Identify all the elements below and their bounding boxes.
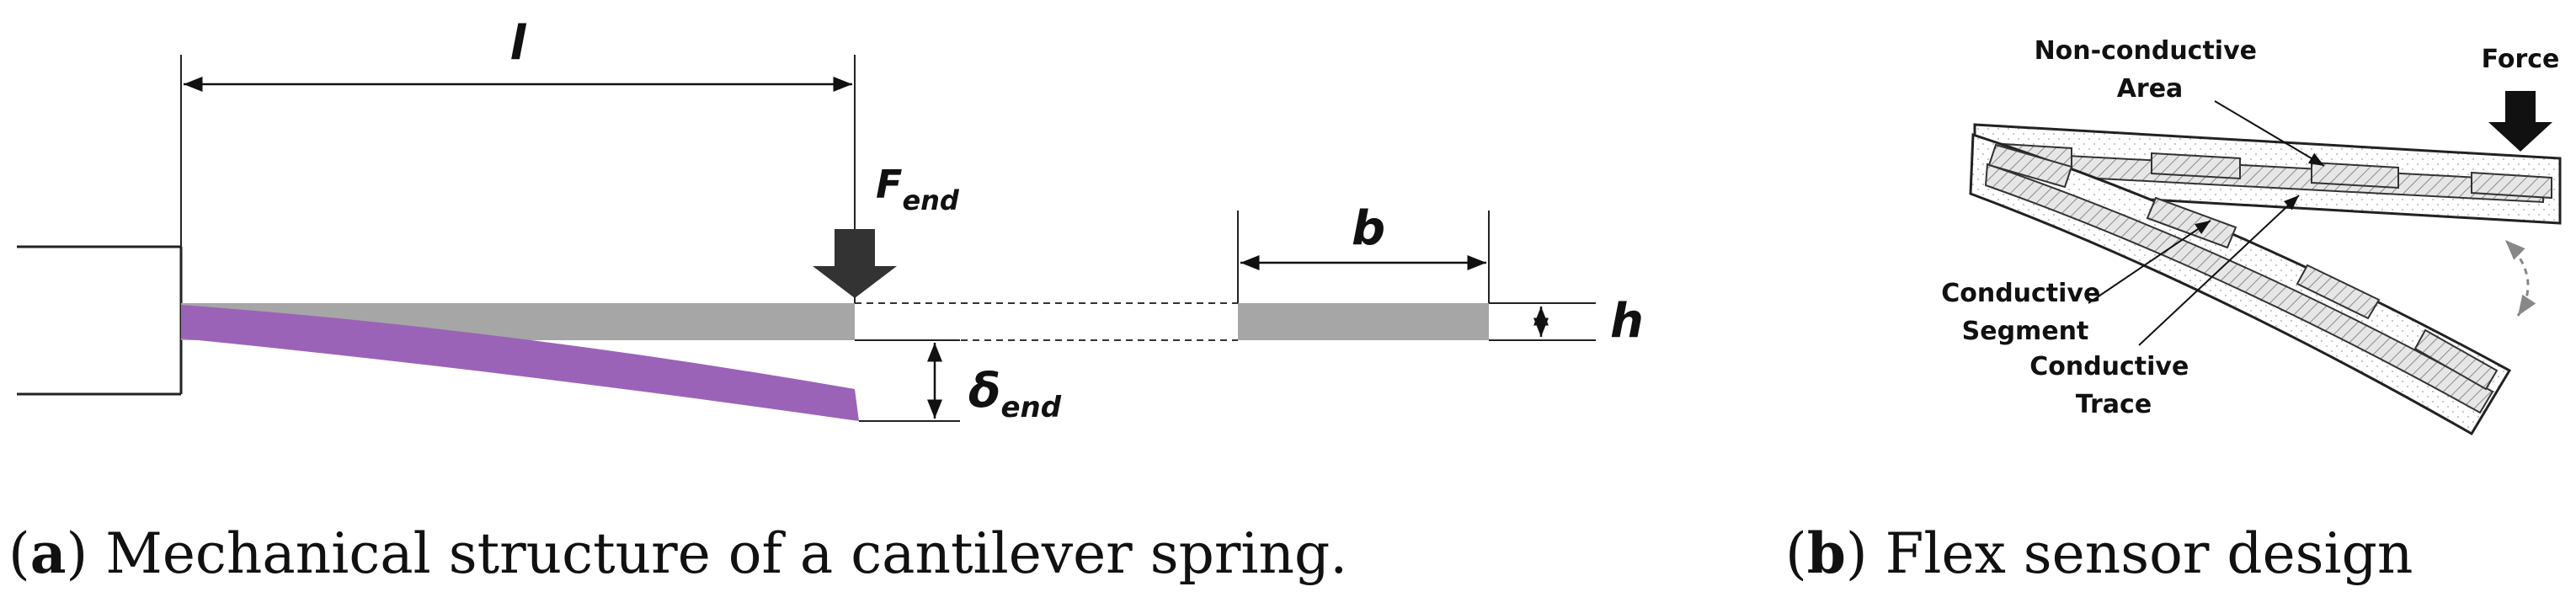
height-label: h	[1610, 294, 1644, 349]
nonconductive-leader	[2214, 100, 2325, 167]
height-dimension: h	[1489, 294, 1644, 349]
trace-leader	[2138, 195, 2300, 346]
panel-a-cantilever: l Fend δend b	[8, 16, 1644, 586]
svg-text:Fend: Fend	[876, 162, 960, 216]
svg-text:Conductive Trace: Conductive Trace	[2029, 352, 2198, 419]
svg-text:δend: δend	[968, 364, 1062, 424]
caption-a-letter: a	[30, 520, 67, 586]
svg-text:Non-conductive Area: Non-conductive Area	[2035, 36, 2266, 104]
trace-label-line1: Conductive	[2029, 352, 2189, 381]
caption-a-text: Mechanical structure of a cantilever spr…	[88, 521, 1347, 586]
deflection-subscript: end	[1000, 391, 1061, 424]
fixed-wall	[17, 245, 183, 396]
caption-b-letter: b	[1807, 520, 1846, 586]
panel-b-flex-sensor: Force Non-conductive Area Conductive Seg…	[1785, 36, 2562, 586]
trace-label-line2: Trace	[2076, 390, 2152, 419]
force-arrow: Fend	[813, 162, 960, 298]
segment-label-line2: Segment	[1962, 317, 2089, 346]
force-label: F	[876, 162, 902, 207]
deflected-beam	[181, 305, 859, 421]
sensor-force-arrow: Force	[2482, 45, 2560, 152]
sensor-force-label: Force	[2482, 45, 2560, 74]
caption-b-text: Flex sensor design	[1868, 521, 2413, 586]
caption-b: (b) Flex sensor design	[1785, 520, 2413, 586]
nonconductive-label-line2: Area	[2117, 74, 2184, 104]
deflection-dimension: δend	[855, 339, 1062, 424]
caption-a: (a) Mechanical structure of a cantilever…	[8, 520, 1347, 586]
deflection-label: δ	[968, 364, 1000, 419]
length-label: l	[509, 16, 526, 71]
width-dimension: b	[1237, 201, 1490, 303]
bent-sensor	[1969, 132, 2512, 436]
length-dimension: l	[180, 16, 856, 303]
width-label: b	[1352, 201, 1385, 256]
svg-text:Conductive Segment: Conductive Segment	[1941, 279, 2109, 346]
nonconductive-label-line1: Non-conductive	[2035, 36, 2257, 66]
bend-motion-arrow	[2504, 238, 2536, 317]
segment-label-line1: Conductive	[1941, 279, 2100, 308]
force-subscript: end	[902, 184, 959, 216]
beam-cross-section	[1238, 303, 1489, 340]
segment-leader	[2088, 220, 2211, 304]
